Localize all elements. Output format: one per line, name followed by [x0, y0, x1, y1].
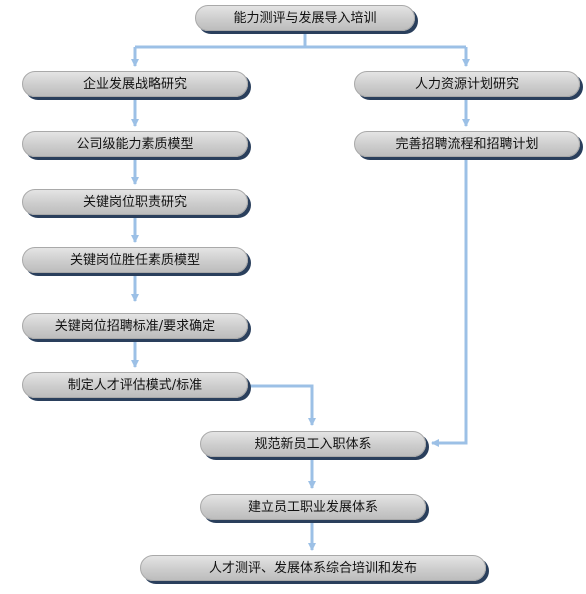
node-bottom: 人才测评、发展体系综合培训和发布 [140, 555, 486, 581]
connector-right2-center1 [431, 158, 468, 447]
node-left6: 制定人才评估模式/标准 [22, 372, 248, 398]
node-top: 能力测评与发展导入培训 [195, 5, 415, 31]
node-left5: 关键岗位招聘标准/要求确定 [22, 313, 248, 339]
node-center1: 规范新员工入职体系 [200, 431, 426, 457]
node-left4: 关键岗位胜任素质模型 [22, 247, 248, 273]
node-left2: 公司级能力素质模型 [22, 131, 248, 157]
node-right1: 人力资源计划研究 [354, 71, 580, 97]
connector-top-split [135, 32, 466, 49]
node-left3: 关键岗位职责研究 [22, 189, 248, 215]
node-right2: 完善招聘流程和招聘计划 [354, 131, 580, 157]
node-center2: 建立员工职业发展体系 [200, 494, 426, 520]
node-left1: 企业发展战略研究 [22, 71, 248, 97]
connector-left6-center1 [248, 384, 316, 426]
